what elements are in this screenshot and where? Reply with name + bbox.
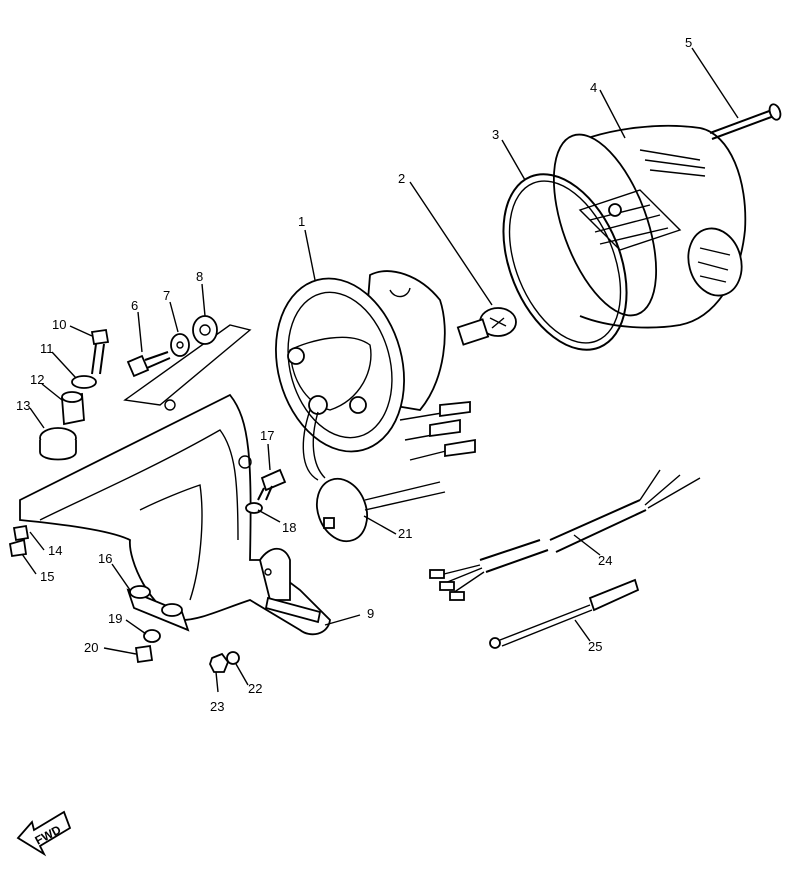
bolt-washer-set: [123, 315, 252, 406]
callout-16: 16: [98, 551, 112, 566]
callout-25: 25: [588, 639, 602, 654]
callout-10: 10: [52, 317, 66, 332]
lens-housing-part: [552, 124, 747, 329]
forward-arrow-icon: FWD: [16, 810, 72, 857]
callout-1: 1: [298, 214, 305, 229]
wire-harness-part: [429, 469, 701, 601]
callout-15: 15: [40, 569, 54, 584]
callout-9: 9: [367, 606, 374, 621]
callout-20: 20: [84, 640, 98, 655]
callout-17: 17: [260, 428, 274, 443]
nut-washer-set: [209, 651, 240, 673]
callout-19: 19: [108, 611, 122, 626]
callout-7: 7: [163, 288, 170, 303]
callout-18: 18: [282, 520, 296, 535]
callout-2: 2: [398, 171, 405, 186]
leader-lines: [21, 47, 739, 693]
callout-22: 22: [248, 681, 262, 696]
callout-8: 8: [196, 269, 203, 284]
callout-6: 6: [131, 298, 138, 313]
tail-light-bracket-part: [19, 393, 331, 636]
bulb-part: [456, 307, 517, 346]
callout-3: 3: [492, 127, 499, 142]
lamp-body-part: [275, 270, 476, 481]
lens-gasket-part: [502, 173, 628, 351]
callout-11: 11: [40, 341, 54, 356]
housing-screw-part: [709, 103, 782, 140]
grommet-part: [316, 477, 446, 543]
bracket-screw-set: [245, 468, 287, 514]
callout-24: 24: [598, 553, 612, 568]
callout-5: 5: [685, 35, 692, 50]
callout-13: 13: [16, 398, 30, 413]
ground-wire-part: [489, 578, 640, 649]
callout-4: 4: [590, 80, 597, 95]
callout-14: 14: [48, 543, 62, 558]
mount-hardware-set: [8, 328, 110, 558]
callout-21: 21: [398, 526, 412, 541]
callout-23: 23: [210, 699, 224, 714]
callout-labels: 1 2 3 4 5 6 7 8 9 10 11 12 13 14 15 16 1…: [16, 35, 692, 714]
callout-12: 12: [30, 372, 44, 387]
lower-hardware-set: [126, 585, 190, 664]
